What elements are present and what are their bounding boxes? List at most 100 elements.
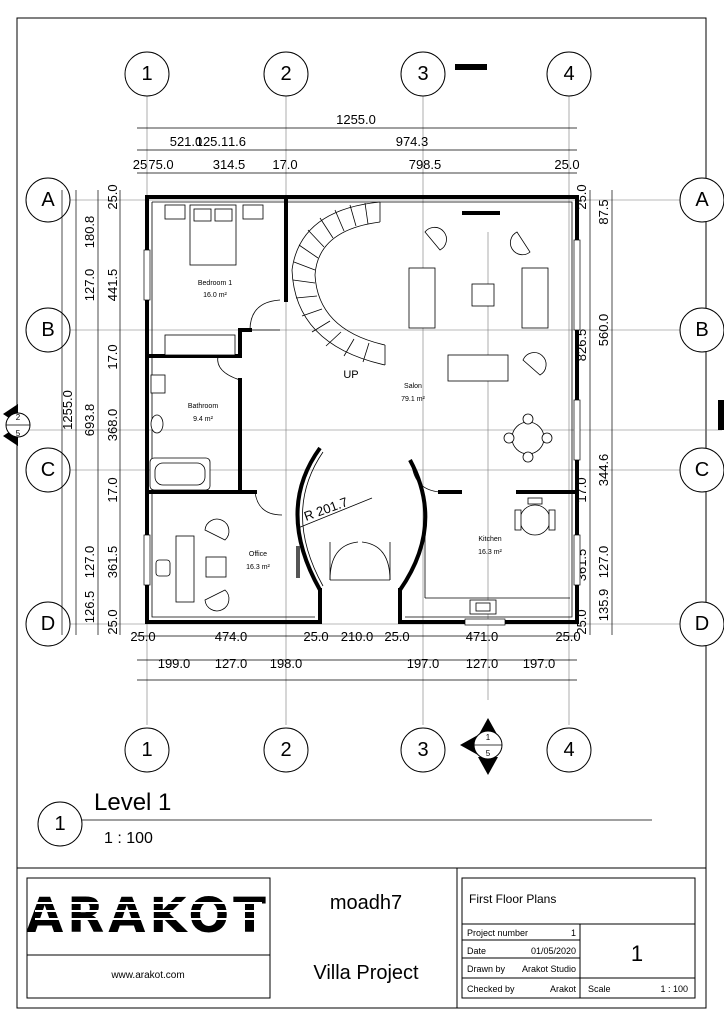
drawn-by-value: Arakot Studio xyxy=(522,964,576,974)
radius-label: R 201.7 xyxy=(302,494,350,524)
dim-r3: 560.0 xyxy=(596,314,611,347)
stair-up-label: UP xyxy=(343,369,358,381)
dim-1-6: 1.6 xyxy=(228,134,246,149)
sheet-title-text: First Floor Plans xyxy=(469,892,556,906)
scale-value: 1 : 100 xyxy=(660,984,688,994)
dim-s3: 198.0 xyxy=(270,656,303,671)
section-mark-right xyxy=(718,400,724,430)
dim-overall-top: 1255.0 xyxy=(336,112,376,127)
room-office-area: 16.3 m² xyxy=(246,564,270,571)
dim-75: 75.0 xyxy=(148,157,173,172)
windows xyxy=(143,239,581,626)
dim-b3: 25.0 xyxy=(303,629,328,644)
dim-r2: 87.5 xyxy=(596,199,611,224)
dim-l7: 368.0 xyxy=(105,409,120,442)
room-kitchen-area: 16.3 m² xyxy=(478,549,502,556)
section-bottom-bottom: 5 xyxy=(486,749,491,758)
grid-label-C-right: C xyxy=(695,459,709,481)
dim-314: 314.5 xyxy=(213,157,246,172)
bathroom-fixtures xyxy=(149,374,211,491)
grid-label-3-bottom: 3 xyxy=(417,739,428,761)
bedroom-furniture xyxy=(164,204,264,356)
scale-label: Scale xyxy=(588,984,611,994)
website-text: www.arakot.com xyxy=(110,970,184,981)
dim-l2: 180.8 xyxy=(82,216,97,249)
dim-s4: 197.0 xyxy=(407,656,440,671)
grid-label-D-right: D xyxy=(695,613,709,635)
dimensions-left: 25.0 180.8 127.0 441.5 17.0 693.8 368.0 … xyxy=(60,184,121,635)
dim-l12: 25.0 xyxy=(105,609,120,634)
walls xyxy=(145,195,579,624)
grid-label-3-top: 3 xyxy=(417,63,428,85)
grid-label-B-right: B xyxy=(695,319,708,341)
section-marker-bottom: 1 5 xyxy=(460,718,503,775)
grid-label-4-bottom: 4 xyxy=(563,739,574,761)
project-name-text: Villa Project xyxy=(313,962,419,984)
radius-line xyxy=(297,497,373,529)
dim-b1: 25.0 xyxy=(130,629,155,644)
office-furniture xyxy=(155,518,300,612)
grid-bubbles-bottom: 1 2 3 4 xyxy=(124,727,592,773)
grid-label-A-left: A xyxy=(41,189,55,211)
section-marker-left: 2 5 xyxy=(3,404,31,446)
project-number-label: Project number xyxy=(467,928,528,938)
grid-label-1-top: 1 xyxy=(141,63,152,85)
room-bedroom-name: Bedroom 1 xyxy=(198,280,232,287)
dim-l3: 127.0 xyxy=(82,269,97,302)
dim-l6: 693.8 xyxy=(82,404,97,437)
dim-17-top: 17.0 xyxy=(272,157,297,172)
project-number-value: 1 xyxy=(571,928,576,938)
dim-l11: 126.5 xyxy=(82,591,97,624)
dim-b6: 471.0 xyxy=(466,629,499,644)
room-office-name: Office xyxy=(249,551,267,558)
kitchen-furniture xyxy=(424,497,570,615)
dim-l1: 25.0 xyxy=(105,184,120,209)
dim-b7: 25.0 xyxy=(555,629,580,644)
view-title: 1 Level 1 1 : 100 xyxy=(37,789,652,847)
grid-label-1-bottom: 1 xyxy=(141,739,152,761)
section-bottom-top: 1 xyxy=(486,733,491,742)
section-mark-top xyxy=(455,64,487,70)
dim-l5: 17.0 xyxy=(105,344,120,369)
sheet-number: 1 xyxy=(631,941,643,966)
checked-by-label: Checked by xyxy=(467,984,515,994)
dim-l4: 441.5 xyxy=(105,269,120,302)
dim-s5: 127.0 xyxy=(466,656,499,671)
view-scale: 1 : 100 xyxy=(104,830,153,847)
dimensions-top: 1255.0 974.3 521.0 125.1 1.6 25 75.0 314… xyxy=(133,112,580,174)
grid-label-D-left: D xyxy=(41,613,55,635)
dim-s2: 127.0 xyxy=(215,656,248,671)
room-bedroom-area: 16.0 m² xyxy=(203,292,227,299)
dim-b5: 25.0 xyxy=(384,629,409,644)
staircase: UP xyxy=(291,201,386,381)
dim-798: 798.5 xyxy=(409,157,442,172)
dim-b2: 474.0 xyxy=(215,629,248,644)
grid-label-4-top: 4 xyxy=(563,63,574,85)
dim-l8: 17.0 xyxy=(105,477,120,502)
dimensions-bottom: 25.0 474.0 25.0 210.0 25.0 471.0 25.0 19… xyxy=(130,629,581,681)
dim-521: 521.0 xyxy=(170,134,203,149)
grid-bubbles-rows: A B C D A B C D xyxy=(25,177,724,647)
dim-25-top-right: 25.0 xyxy=(554,157,579,172)
grid-label-B-left: B xyxy=(41,319,54,341)
grid-label-2-top: 2 xyxy=(280,63,291,85)
checked-by-value: Arakot xyxy=(550,984,577,994)
grid-bubbles-top: 1 2 3 4 xyxy=(124,51,592,97)
grid-label-C-left: C xyxy=(41,459,55,481)
date-value: 01/05/2020 xyxy=(531,946,576,956)
dim-r9: 135.9 xyxy=(596,589,611,622)
section-left-top: 2 xyxy=(16,413,21,422)
date-label: Date xyxy=(467,946,486,956)
entry-doors xyxy=(329,541,391,581)
dim-974: 974.3 xyxy=(396,134,429,149)
dim-r5: 344.6 xyxy=(596,454,611,487)
dim-l9: 127.0 xyxy=(82,546,97,579)
room-kitchen-name: Kitchen xyxy=(478,536,501,543)
room-bathroom-name: Bathroom xyxy=(188,403,219,410)
room-bathroom-area: 9.4 m² xyxy=(193,416,214,423)
grid-label-A-right: A xyxy=(695,189,709,211)
salon-furniture xyxy=(408,211,553,463)
dim-125: 125.1 xyxy=(196,134,229,149)
arakot-logo: ARAKOT xyxy=(26,888,266,944)
